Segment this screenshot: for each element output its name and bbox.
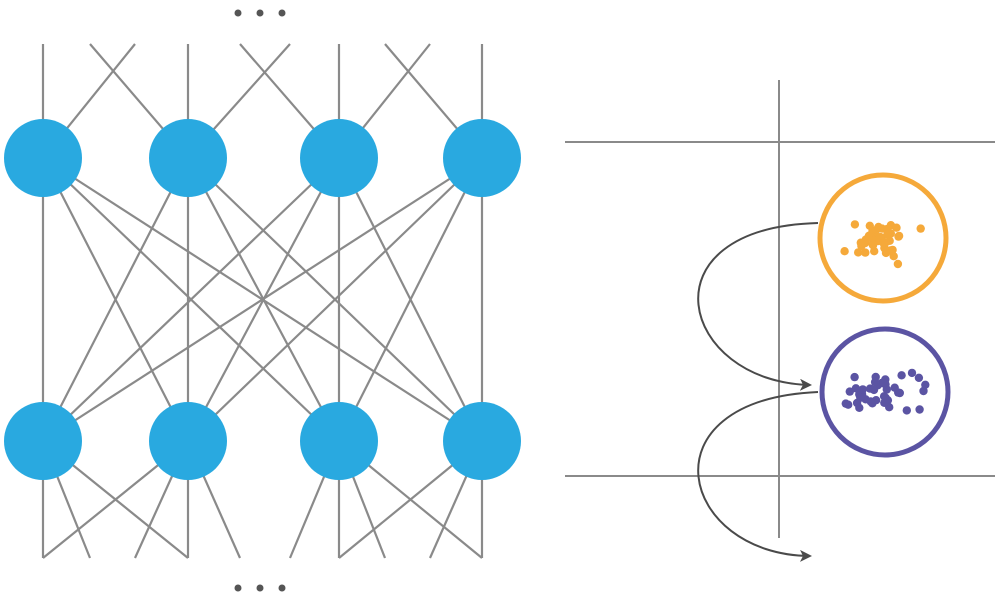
ellipsis-dot-top-3 (278, 9, 286, 17)
cluster-b-point (858, 385, 867, 394)
cluster-b-point (914, 373, 924, 382)
cluster-a-point (861, 248, 870, 257)
cluster-a-point (916, 224, 925, 233)
cluster-b-point (915, 405, 924, 414)
cluster-a-point (865, 221, 874, 230)
cluster-b-point (850, 372, 859, 382)
cluster-a-point (850, 220, 860, 229)
cluster-a-point (868, 241, 878, 250)
ellipsis-dot-bottom-3 (278, 584, 286, 592)
latent-clusters (817, 172, 951, 458)
network-edges (41, 43, 484, 559)
cluster-b-point (869, 385, 879, 395)
arrow-cluster-b-to-next (697, 391, 819, 562)
cluster-b-point (866, 397, 875, 406)
neuron-layer2-3 (300, 402, 378, 480)
cluster-b-point (870, 377, 880, 387)
ellipsis-dot-top-2 (256, 9, 264, 17)
cluster-b-point (856, 393, 865, 402)
cluster-b-point (895, 388, 904, 398)
ellipsis-dot-bottom-2 (256, 584, 264, 592)
cluster-b-point (897, 371, 906, 380)
arrow-cluster-a-to-b (697, 222, 819, 391)
cluster-b-point (841, 399, 850, 408)
ellipsis-bottom (234, 584, 286, 592)
neuron-layer2-1 (4, 402, 82, 480)
cluster-a-point (877, 224, 887, 233)
network-nodes (4, 119, 521, 480)
neuron-layer1-1 (4, 119, 82, 197)
cluster-b-point (879, 379, 889, 388)
transition-arrows (697, 222, 819, 562)
cluster-b-point (902, 406, 911, 415)
cluster-b (819, 326, 951, 458)
edge-l1-2-l2-0 (42, 157, 340, 442)
edge-l1-1-l2-0 (42, 157, 189, 442)
cluster-a-point (840, 247, 849, 256)
cluster-a-point (879, 238, 888, 248)
neuron-layer1-3 (300, 119, 378, 197)
cluster-b-point (855, 403, 864, 412)
neuron-layer2-4 (443, 402, 521, 480)
ellipsis-dot-bottom-1 (234, 584, 242, 592)
neuron-layer1-2 (149, 119, 227, 197)
cluster-a-point (892, 223, 901, 232)
cluster-a (817, 172, 949, 304)
cluster-b-point (851, 384, 861, 393)
cluster-b-point (919, 386, 928, 396)
cluster-b-point (890, 383, 899, 392)
edge-l1-3-l2-1 (187, 157, 483, 442)
neuron-layer2-2 (149, 402, 227, 480)
edge-l1-3-l2-2 (338, 157, 483, 442)
cluster-a-point (893, 259, 903, 269)
cluster-b-point (880, 398, 889, 407)
cluster-a-point (856, 238, 865, 247)
latent-space-axes (565, 80, 995, 538)
cluster-a-point (883, 230, 892, 239)
cluster-b-point (879, 392, 889, 401)
ellipsis-top (234, 9, 286, 17)
cluster-a-point (864, 231, 874, 240)
cluster-b-point (907, 368, 917, 378)
edge-l1-3-l2-0 (42, 157, 483, 442)
ellipsis-dot-top-1 (234, 9, 242, 17)
cluster-a-point (888, 245, 897, 255)
cluster-a-point (854, 248, 863, 257)
neuron-layer1-4 (443, 119, 521, 197)
cluster-a-point (894, 231, 904, 241)
